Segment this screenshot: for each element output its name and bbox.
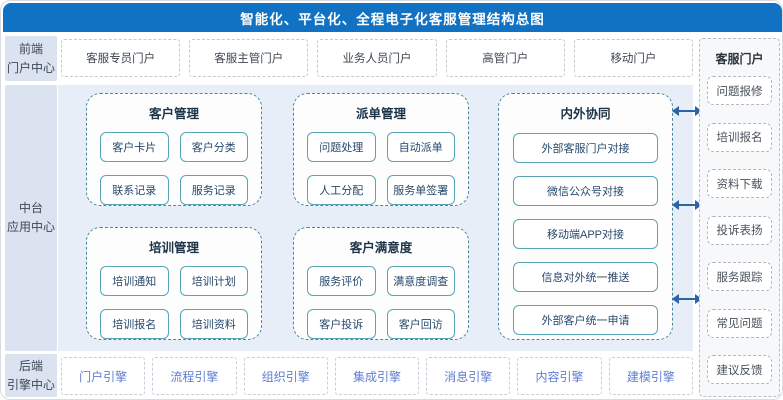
- section-label-line: 前端: [18, 41, 43, 56]
- section-label-line: 引擎中心: [6, 377, 55, 392]
- customer-service-portal-sidebar: 客服门户 问题报修 培训报名 资料下载 投诉表扬 服务跟踪 常见问题 建议反馈: [699, 38, 780, 397]
- node-item: 培训计划: [179, 266, 248, 296]
- bidirectional-arrow-icon: [672, 294, 702, 304]
- diagram-title-bar: 智能化、平台化、全程电子化客服管理结构总图: [3, 3, 782, 32]
- node-engine-content: 内容引擎: [517, 357, 602, 395]
- sidebar-items: 问题报修 培训报名 资料下载 投诉表扬 服务跟踪 常见问题 建议反馈: [700, 70, 779, 396]
- node-faq: 常见问题: [707, 308, 772, 338]
- node-engine-process: 流程引擎: [152, 357, 237, 395]
- group-title: 客户管理: [148, 107, 199, 121]
- section-label-middle-application-center: 中台 应用中心: [5, 85, 57, 351]
- node-item: 自动派单: [386, 132, 455, 162]
- node-item: 客户分类: [179, 132, 248, 162]
- portal-row: 客服专员门户 客服主管门户 业务人员门户 高管门户 移动门户: [61, 39, 694, 77]
- group-customer-management: 客户管理 客户卡片 客户分类 联系记录 服务记录: [86, 93, 262, 206]
- node-item: 人工分配: [307, 175, 376, 205]
- section-label-line: 后端: [18, 358, 43, 373]
- node-item: 信息对外统一推送: [513, 262, 658, 292]
- node-service-tracking: 服务跟踪: [707, 262, 772, 291]
- sidebar-title: 客服门户: [715, 52, 764, 66]
- node-item: 移动端APP对接: [513, 219, 658, 249]
- node-engine-modeling: 建模引擎: [608, 357, 693, 395]
- section-label-line: 应用中心: [6, 220, 55, 234]
- node-portal-agent: 客服专员门户: [61, 39, 181, 77]
- node-item: 外部客户统一申请: [513, 305, 658, 335]
- group-dispatch-management: 派单管理 问题处理 自动派单 人工分配 服务单签署: [293, 93, 469, 206]
- node-item: 客户卡片: [100, 132, 169, 162]
- group-title: 客户满意度: [349, 241, 413, 255]
- node-engine-portal: 门户引擎: [61, 357, 146, 395]
- node-item: 培训资料: [179, 309, 248, 339]
- group-items: 客户卡片 客户分类 联系记录 服务记录: [87, 122, 261, 205]
- group-title: 内外协同: [560, 107, 611, 121]
- engine-row: 门户引擎 流程引擎 组织引擎 集成引擎 消息引擎 内容引擎 建模引擎: [61, 357, 693, 395]
- diagram-title: 智能化、平台化、全程电子化客服管理结构总图: [240, 11, 545, 27]
- group-title: 培训管理: [148, 241, 199, 255]
- node-item: 满意度调查: [386, 266, 455, 296]
- node-suggestion-feedback: 建议反馈: [707, 355, 772, 384]
- node-complaint-praise: 投诉表扬: [707, 215, 772, 245]
- node-item: 客户投诉: [307, 309, 376, 339]
- group-items: 服务评价 满意度调查 客户投诉 客户回访: [294, 256, 468, 339]
- node-problem-repair: 问题报修: [707, 76, 772, 105]
- node-engine-organization: 组织引擎: [243, 357, 328, 395]
- section-label-line: 门户中心: [6, 60, 55, 75]
- node-item: 微信公众号对接: [513, 176, 658, 206]
- group-items: 培训通知 培训计划 培训报名 培训资料: [87, 256, 261, 339]
- node-portal-business-staff: 业务人员门户: [317, 39, 437, 77]
- node-item: 问题处理: [307, 132, 376, 162]
- node-item: 培训通知: [100, 266, 169, 296]
- bidirectional-arrow-icon: [672, 200, 702, 210]
- group-internal-external-collaboration: 内外协同 外部客服门户对接 微信公众号对接 移动端APP对接 信息对外统一推送 …: [498, 93, 673, 340]
- node-engine-integration: 集成引擎: [334, 357, 420, 395]
- group-training-management: 培训管理 培训通知 培训计划 培训报名 培训资料: [86, 227, 262, 340]
- node-item: 服务单签署: [386, 175, 455, 205]
- node-item: 培训报名: [100, 309, 169, 339]
- section-label-line: 中台: [18, 201, 43, 216]
- node-portal-supervisor: 客服主管门户: [189, 39, 309, 77]
- node-item: 联系记录: [100, 175, 169, 205]
- node-portal-mobile: 移动门户: [573, 39, 694, 77]
- section-label-frontend-portal-center: 前端 门户中心: [5, 36, 57, 81]
- group-items: 外部客服门户对接 微信公众号对接 移动端APP对接 信息对外统一推送 外部客户统…: [499, 122, 672, 335]
- node-material-download: 资料下载: [707, 169, 772, 198]
- node-portal-executive: 高管门户: [445, 39, 565, 77]
- section-label-backend-engine-center: 后端 引擎中心: [5, 354, 57, 397]
- group-title: 派单管理: [355, 107, 406, 121]
- node-training-signup: 培训报名: [707, 122, 772, 152]
- node-item: 外部客服门户对接: [513, 133, 658, 163]
- node-item: 服务评价: [307, 266, 376, 296]
- node-engine-message: 消息引擎: [426, 357, 511, 395]
- node-item: 客户回访: [386, 309, 455, 339]
- bidirectional-arrow-icon: [672, 106, 702, 116]
- group-items: 问题处理 自动派单 人工分配 服务单签署: [294, 122, 468, 205]
- node-item: 服务记录: [179, 175, 248, 205]
- group-customer-satisfaction: 客户满意度 服务评价 满意度调查 客户投诉 客户回访: [293, 227, 469, 340]
